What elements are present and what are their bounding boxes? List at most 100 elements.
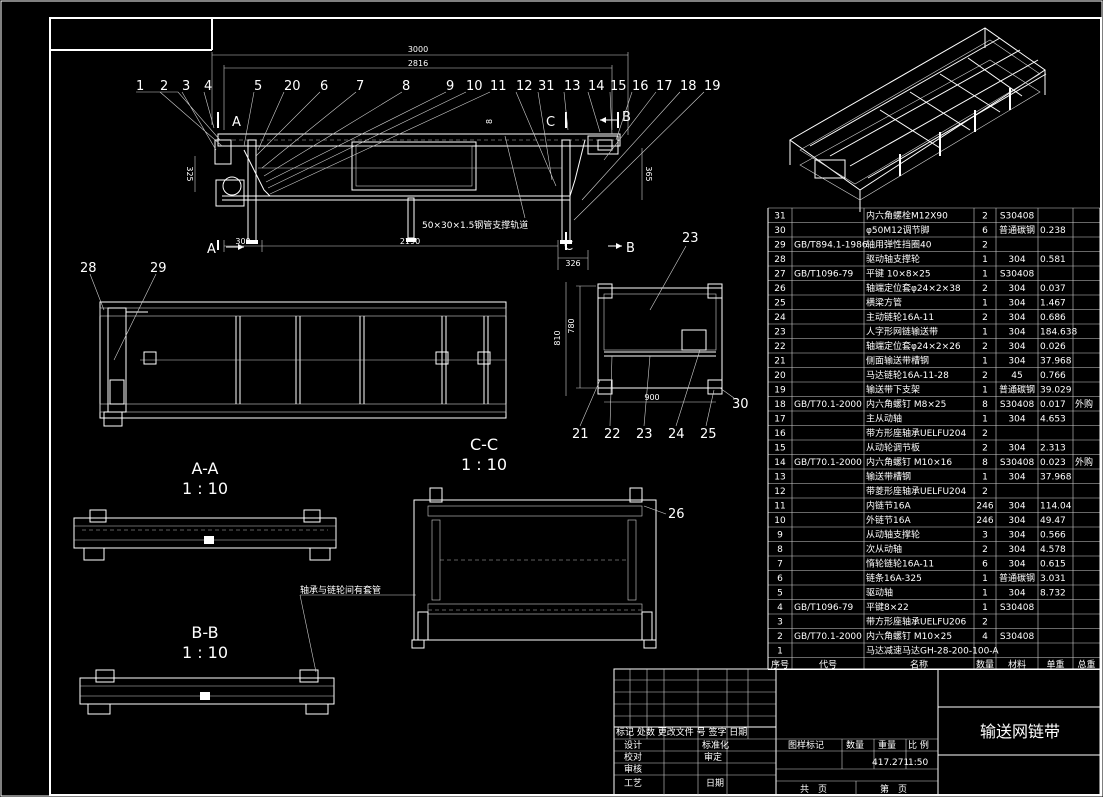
bom-row-4-col-1: GB/T1096-79 <box>794 603 854 613</box>
callout-26: 26 <box>668 507 685 522</box>
bom-row-4-col-3: 1 <box>982 603 988 613</box>
bom-row-16-col-0: 16 <box>774 429 786 439</box>
bom-row-25-col-0: 25 <box>774 299 785 309</box>
section-aa-view: A-A 1 : 10 <box>73 459 337 561</box>
bom-row-20-col-4: 45 <box>1011 371 1022 381</box>
bom-header-5: 单重 <box>1046 659 1064 671</box>
bom-row-11-col-0: 11 <box>774 502 785 512</box>
value-total-weight: 417.271 <box>872 758 909 768</box>
bom-row-24-col-4: 304 <box>1008 313 1025 323</box>
callout-4: 4 <box>204 79 212 94</box>
bom-row-22-col-2: 轴端定位套φ24×2×26 <box>866 340 961 352</box>
callout-11: 11 <box>490 79 507 94</box>
bom-row-30-col-5: 0.238 <box>1040 226 1066 236</box>
label-check: 校对 <box>624 751 642 763</box>
bom-row-24-col-0: 24 <box>774 313 786 323</box>
bom-row-20-col-0: 20 <box>774 371 786 381</box>
bom-row-18-col-6: 外购 <box>1075 398 1093 410</box>
callout-1: 1 <box>136 79 144 94</box>
callout-22: 22 <box>604 427 621 442</box>
title-block: 标记 处数 更改文件 号 签字 日期 设计 校对 审核 工艺 标准化 审定 日期… <box>613 668 1101 796</box>
bom-row-2-col-0: 2 <box>777 632 783 642</box>
bom-row-22-col-3: 2 <box>982 342 988 352</box>
bom-row-3-col-3: 2 <box>982 618 988 628</box>
bom-row-14-col-0: 14 <box>774 458 786 468</box>
bom-row-13-col-2: 输送带槽钢 <box>866 471 911 483</box>
bom-row-17-col-2: 主从动轴 <box>866 413 902 425</box>
bom-row-15-col-3: 2 <box>982 444 988 454</box>
bom-row-26-col-3: 2 <box>982 284 988 294</box>
bom-row-15-col-2: 从动轮调节板 <box>866 442 920 454</box>
note-axle: 轴承与链轮间有套管 <box>300 584 381 596</box>
dim-right-height: 365 <box>644 166 653 181</box>
bom-row-18-col-0: 18 <box>774 400 786 410</box>
bom-row-2-col-3: 4 <box>982 632 988 642</box>
callout-6: 6 <box>320 79 328 94</box>
bom-row-17-col-5: 4.653 <box>1040 415 1066 425</box>
bom-row-25-col-2: 横梁方管 <box>866 297 902 309</box>
bom-row-20-col-2: 马达链轮16A-11-28 <box>866 369 949 381</box>
dim-depth: 900 <box>644 393 659 402</box>
bom-row-7-col-4: 304 <box>1008 560 1025 570</box>
bom-row-8-col-0: 8 <box>777 545 783 555</box>
callout-15: 15 <box>610 79 627 94</box>
bom-row-6-col-0: 6 <box>777 574 783 584</box>
bom-row-28-col-0: 28 <box>774 255 786 265</box>
bom-row-19-col-2: 输送带下支架 <box>866 384 920 396</box>
bom-row-10-col-2: 外链节16A <box>866 514 911 526</box>
dim-right-offset: 326 <box>565 259 580 268</box>
bom-row-31-col-3: 2 <box>982 212 988 222</box>
bom-row-15-col-4: 304 <box>1008 444 1025 454</box>
bom-row-21-col-3: 1 <box>982 357 988 367</box>
bom-row-9-col-5: 0.566 <box>1040 531 1066 541</box>
bom-row-27-col-2: 平键 10×8×25 <box>866 268 931 280</box>
callout-20: 20 <box>284 79 301 94</box>
bom-row-7-col-3: 6 <box>982 560 988 570</box>
callout-17: 17 <box>656 79 673 94</box>
bom-row-31-col-0: 31 <box>774 212 785 222</box>
bom-row-14-col-1: GB/T70.1-2000 <box>794 458 862 468</box>
side-view: 780 810 900 23 21 22 23 24 25 30 <box>553 231 749 442</box>
label-standardize: 标准化 <box>702 739 729 751</box>
bom-row-14-col-6: 外购 <box>1075 456 1093 468</box>
bom-row-23-col-3: 1 <box>982 328 988 338</box>
bom-row-21-col-2: 侧面输送带槽钢 <box>866 355 929 367</box>
bom-row-9-col-3: 3 <box>982 531 988 541</box>
bom-row-19-col-3: 1 <box>982 386 988 396</box>
section-c-bottom: C <box>564 239 573 254</box>
dim-width-inner: 780 <box>567 318 576 333</box>
bom-row-13-col-4: 304 <box>1008 473 1025 483</box>
bom-row-19-col-5: 39.029 <box>1040 386 1072 396</box>
bom-row-19-col-4: 普通碳钢 <box>999 384 1035 396</box>
top-view: 28 29 <box>80 261 507 427</box>
bom-row-29-col-3: 2 <box>982 241 988 251</box>
bom-row-10-col-0: 10 <box>774 516 786 526</box>
section-aa-title: A-A <box>192 459 219 478</box>
bom-row-30-col-4: 普通碳钢 <box>999 224 1035 236</box>
bom-row-19-col-0: 19 <box>774 386 786 396</box>
revision-header: 标记 处数 更改文件 号 签字 日期 <box>616 726 747 738</box>
bom-row-21-col-4: 304 <box>1008 357 1025 367</box>
bom-row-15-col-5: 2.313 <box>1040 444 1066 454</box>
bom-row-7-col-0: 7 <box>777 560 783 570</box>
bom-row-23-col-2: 人字形网链输送带 <box>866 326 938 338</box>
bom-row-10-col-5: 49.47 <box>1040 516 1066 526</box>
bom-row-27-col-1: GB/T1096-79 <box>794 270 854 280</box>
bom-header-2: 名称 <box>910 659 928 671</box>
bom-row-3-col-0: 3 <box>777 618 783 628</box>
bom-row-21-col-5: 37.968 <box>1040 357 1072 367</box>
bom-row-22-col-4: 304 <box>1008 342 1025 352</box>
bom-row-2-col-2: 内六角螺钉 M10×25 <box>866 630 952 642</box>
section-a-bottom: A <box>207 242 216 257</box>
bom-header-4: 材料 <box>1008 659 1026 671</box>
section-cc-view: C-C 1 : 10 26 <box>411 435 685 649</box>
callout-21: 21 <box>572 427 589 442</box>
bom-row-8-col-4: 304 <box>1008 545 1025 555</box>
label-weight: 重量 <box>878 739 896 751</box>
bom-row-11-col-4: 304 <box>1008 502 1025 512</box>
bom-row-26-col-2: 轴端定位套φ24×2×38 <box>866 282 961 294</box>
bom-row-5-col-4: 304 <box>1008 589 1025 599</box>
